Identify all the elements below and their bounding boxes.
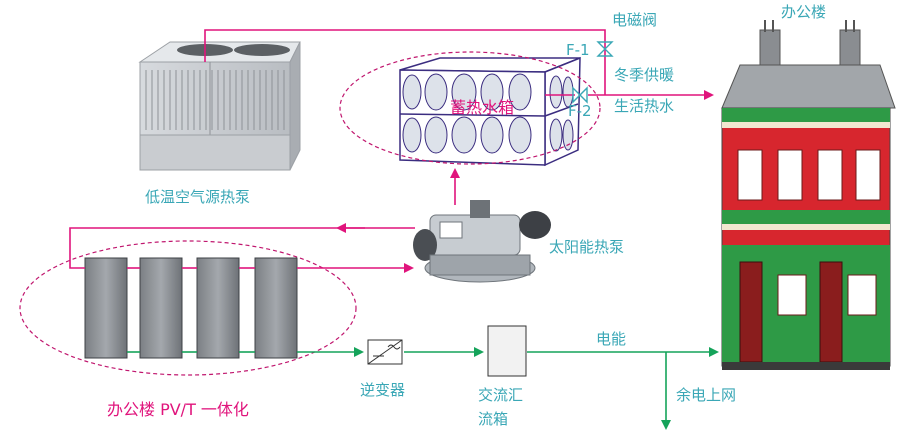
ac-combiner-label-line1: 交流汇 — [478, 386, 524, 404]
solar-heat-pump-label: 太阳能热泵 — [549, 238, 625, 256]
valve-f2-label: F-2 — [568, 102, 592, 120]
pvt-group-outline — [19, 240, 357, 376]
pvt-panel-4 — [254, 257, 298, 359]
ac-combiner-label-line2: 流箱 — [478, 410, 509, 428]
valve-f2 — [572, 86, 588, 104]
office-building-label: 办公楼 — [781, 3, 827, 21]
air-source-heat-pump-label: 低温空气源热泵 — [145, 188, 251, 206]
office-building — [721, 20, 896, 370]
pvt-integration-label: 办公楼 PV/T 一体化 — [107, 400, 249, 419]
winter-heating-label: 冬季供暖 — [614, 66, 675, 84]
electric-energy-label: 电能 — [596, 330, 627, 348]
tank-group-outline — [339, 51, 601, 165]
surplus-to-grid-label: 余电上网 — [676, 386, 737, 404]
ac-combiner-box — [487, 325, 527, 377]
pvt-panel-3 — [196, 257, 240, 359]
valve-f1 — [596, 41, 614, 57]
power-flow-lines — [127, 347, 719, 430]
pvt-panel-1 — [84, 257, 128, 359]
solenoid-valve-label: 电磁阀 — [612, 11, 658, 29]
inverter-label: 逆变器 — [360, 381, 406, 399]
solar-heat-pump-unit — [413, 200, 551, 283]
domestic-hot-water-label: 生活热水 — [614, 97, 675, 115]
heat-flow-lines — [69, 29, 714, 273]
inverter-box — [367, 339, 403, 365]
pvt-panel-array — [84, 257, 298, 359]
heat-storage-tank-label: 蓄热水箱 — [450, 98, 515, 117]
air-source-heat-pump-unit — [138, 41, 301, 171]
pvt-panel-2 — [139, 257, 183, 359]
heat-storage-tank-graphic — [399, 56, 581, 167]
valve-f1-label: F-1 — [566, 41, 590, 59]
